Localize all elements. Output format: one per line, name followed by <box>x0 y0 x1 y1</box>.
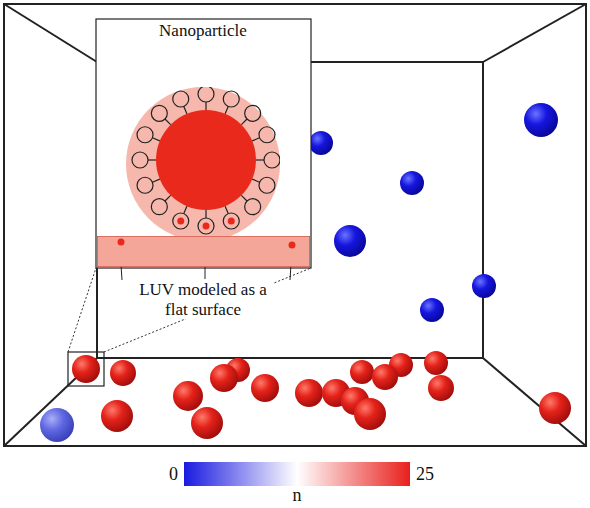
inset-frame <box>96 19 311 268</box>
sphere <box>334 225 366 257</box>
surface-label: LUV modeled as a flat surface <box>133 280 273 319</box>
sphere <box>40 408 74 442</box>
ligands <box>132 87 280 234</box>
flat-surface-band: LUV modeled as a flat surface <box>97 236 310 267</box>
nanoparticle-shape <box>126 87 280 241</box>
sphere <box>539 392 571 424</box>
sphere <box>72 355 100 383</box>
sphere <box>309 131 333 155</box>
sphere <box>101 400 133 432</box>
colorbar-max: 25 <box>416 464 434 485</box>
zoom-indicator <box>68 268 311 386</box>
colorbar <box>184 462 410 486</box>
sphere <box>424 351 448 375</box>
sphere <box>173 381 203 411</box>
sphere <box>420 298 444 322</box>
sphere <box>354 398 386 430</box>
sphere <box>472 274 496 298</box>
nanoparticle-label: Nanoparticle <box>126 21 280 41</box>
sphere <box>295 379 323 407</box>
colorbar-min: 0 <box>169 464 178 485</box>
surface-band-shape <box>97 236 310 267</box>
sphere <box>191 407 223 439</box>
nanoparticle-circle: Nanoparticle <box>126 87 280 241</box>
sphere <box>372 364 398 390</box>
sphere <box>210 364 238 392</box>
sphere <box>251 374 279 402</box>
sphere <box>350 360 374 384</box>
sphere <box>400 171 424 195</box>
sphere <box>524 103 558 137</box>
colorbar-title: n <box>293 485 302 506</box>
simulation-box <box>4 4 586 446</box>
sphere <box>428 375 454 401</box>
sphere <box>110 360 136 386</box>
